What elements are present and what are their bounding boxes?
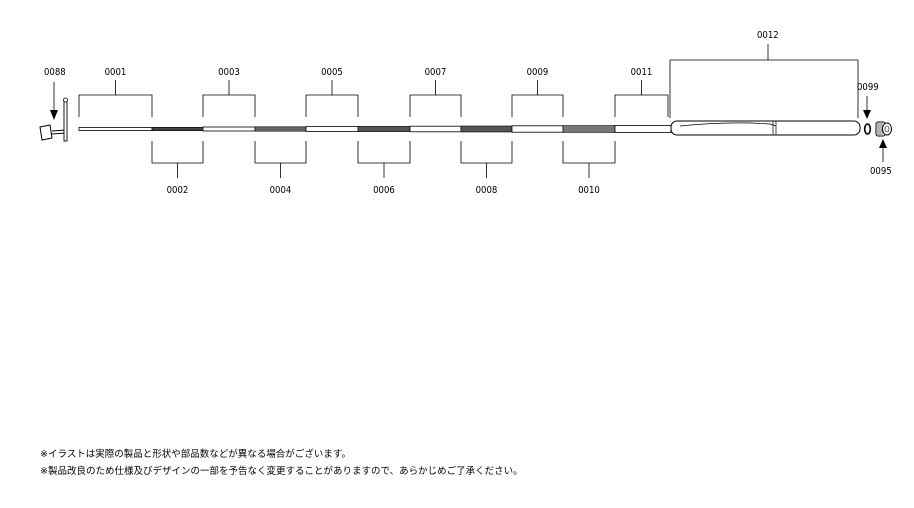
section-callout-0002: 0002 (151, 141, 204, 196)
label-0008: 0008 (476, 185, 498, 196)
label-0001: 0001 (105, 67, 127, 78)
label-0004: 0004 (270, 185, 292, 196)
rod-shaft (78, 125, 672, 134)
section-callout-0010: 0010 (562, 141, 616, 196)
label-0095: 0095 (870, 166, 892, 177)
label-0011: 0011 (631, 67, 653, 78)
disclaimer-notes: ※イラストは実際の製品と形状や部品数などが異なる場合がございます。 ※製品改良の… (40, 446, 523, 480)
section-callout-0007: 0007 (409, 67, 462, 117)
label-0010: 0010 (578, 185, 600, 196)
section-callout-0008: 0008 (460, 141, 513, 196)
label-0095-group: 0095 (870, 139, 892, 177)
section-labels: 0001 0002 0003 0004 0005 0006 0007 0008 0009 0010… (78, 67, 669, 196)
section-callout-0006: 0006 (357, 141, 411, 196)
label-0088-group: 0088 (44, 67, 66, 120)
label-0007: 0007 (425, 67, 447, 78)
label-0088: 0088 (44, 67, 66, 78)
label-0099-group: 0099 (857, 82, 879, 119)
label-0012-group: 0012 (669, 30, 859, 118)
label-0009: 0009 (527, 67, 549, 78)
label-0002: 0002 (167, 185, 189, 196)
label-0005: 0005 (321, 67, 343, 78)
note-line-2: ※製品改良のため仕様及びデザインの一部を予告なく変更することがありますので、あら… (40, 466, 523, 477)
end-cap-part (875, 121, 892, 137)
section-callout-0009: 0009 (511, 67, 564, 117)
section-callout-0004: 0004 (254, 141, 307, 196)
label-0099: 0099 (857, 82, 879, 93)
note-line-1: ※イラストは実際の製品と形状や部品数などが異なる場合がございます。 (40, 449, 351, 460)
o-ring-part (863, 123, 872, 135)
handle-part (670, 120, 861, 136)
tip-top-part (39, 97, 68, 142)
section-callout-0003: 0003 (202, 67, 256, 117)
section-callout-0011: 0011 (614, 67, 669, 117)
section-callout-0005: 0005 (305, 67, 359, 117)
label-0003: 0003 (218, 67, 240, 78)
label-0006: 0006 (373, 185, 395, 196)
section-callout-0001: 0001 (78, 67, 153, 117)
label-0012: 0012 (757, 30, 779, 41)
